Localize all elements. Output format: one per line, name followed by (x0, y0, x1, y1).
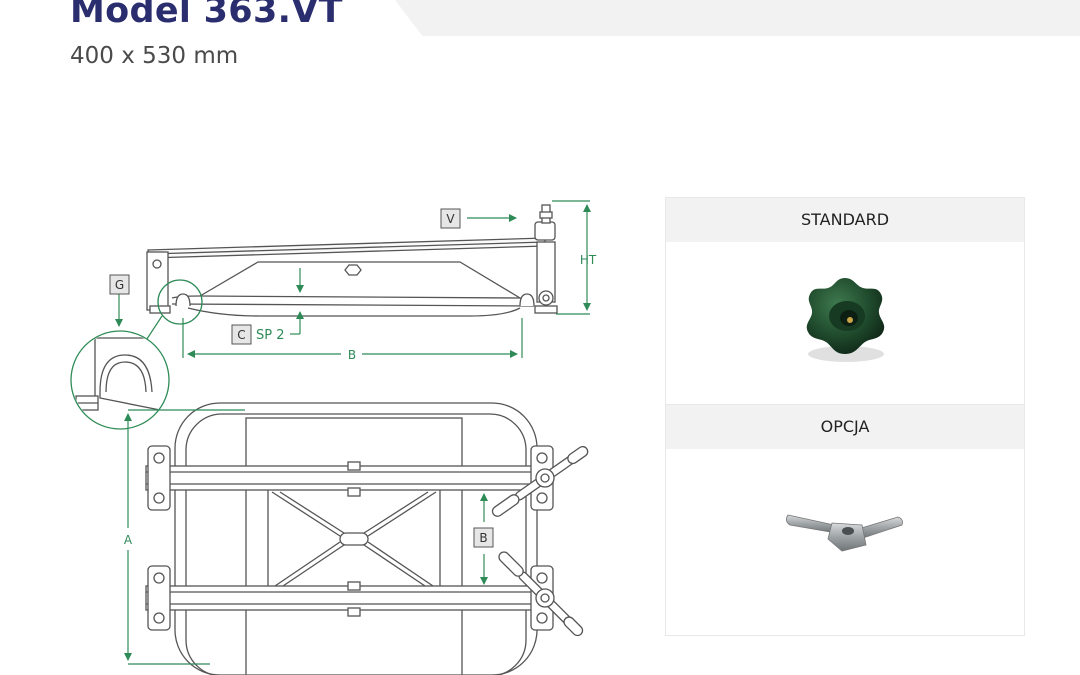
page-title: Model 363.VT (70, 0, 343, 31)
top-view-labels: A B (124, 527, 494, 548)
label-c: C (237, 328, 245, 342)
standard-image (666, 242, 1024, 406)
standard-panel: STANDARD (665, 197, 1025, 407)
top-view (145, 402, 589, 675)
gasket-detail (70, 330, 170, 430)
option-panel: OPCJA (665, 404, 1025, 636)
label-v: V (446, 212, 455, 226)
knob-handwheel-icon (806, 278, 885, 362)
header-band (395, 0, 1080, 36)
label-a: A (124, 533, 133, 547)
label-b-top: B (479, 531, 487, 545)
top-view-dimensions (124, 409, 488, 665)
label-sp2: SP 2 (256, 328, 285, 343)
side-view-labels: V G C SP 2 B HT (109, 208, 597, 362)
label-ht: HT (580, 253, 597, 267)
standard-label: STANDARD (666, 198, 1024, 242)
label-b-side: B (348, 348, 356, 362)
option-image (666, 449, 1024, 635)
side-view (146, 204, 558, 325)
wing-nut-icon (786, 514, 903, 552)
option-label: OPCJA (666, 405, 1024, 449)
label-g: G (115, 278, 124, 292)
page-subtitle: 400 x 530 mm (70, 43, 239, 69)
